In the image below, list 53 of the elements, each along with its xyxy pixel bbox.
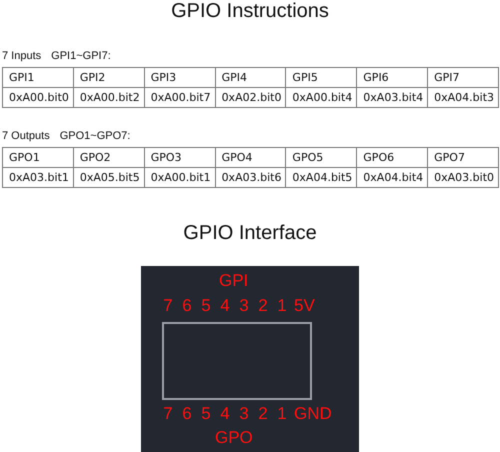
header-cell: GPO3	[144, 148, 216, 168]
pin-number: 7	[162, 296, 174, 316]
table-cell: 0xA03.bit1	[3, 168, 74, 188]
section-heading: GPIO Interface	[182, 222, 318, 245]
pin-number: 1	[276, 404, 288, 424]
header-cell: GPO6	[357, 148, 428, 168]
header-cell: GPI7	[428, 68, 499, 88]
table-cell: 0xA04.bit3	[428, 88, 499, 108]
section-range: GPO1~GPO7:	[60, 130, 130, 142]
pin-number: 2	[257, 296, 269, 316]
pin-number: 4	[219, 296, 231, 316]
header-cell: GPO4	[216, 148, 286, 168]
header-cell: GPI6	[357, 68, 428, 88]
header-cell: GPI3	[144, 68, 216, 88]
table-cell: 0xA03.bit4	[357, 88, 428, 108]
table-cell: 0xA03.bit6	[216, 168, 286, 188]
header-cell: GPO2	[74, 148, 145, 168]
table-cell: 0xA00.bit0	[3, 88, 74, 108]
port-label: GPI	[219, 271, 248, 291]
pin-number: 6	[181, 296, 193, 316]
pin-label: 5V	[294, 296, 315, 316]
header-cell: GPI5	[286, 68, 358, 88]
table-cell: 0xA00.bit4	[286, 88, 358, 108]
connector-socket	[162, 322, 312, 400]
header-cell: GPO1	[3, 148, 74, 168]
table-cell: 0xA00.bit7	[144, 88, 216, 108]
header-cell: GPO5	[286, 148, 358, 168]
table-cell: 0xA05.bit5	[74, 168, 145, 188]
table-cell: 0xA00.bit2	[74, 88, 145, 108]
pin-number: 2	[257, 404, 269, 424]
pin-number: 1	[276, 296, 288, 316]
header-cell: GPI4	[216, 68, 286, 88]
pin-number: 5	[200, 296, 212, 316]
header-cell: GPI1	[3, 68, 74, 88]
pin-number: 7	[162, 404, 174, 424]
section-label: 7 Outputs	[2, 130, 50, 142]
header-cell: GPI2	[74, 68, 145, 88]
header-cell: GPO7	[428, 148, 499, 168]
pin-number: 4	[219, 404, 231, 424]
port-label: GPO	[215, 428, 253, 448]
pin-number: 3	[238, 404, 250, 424]
section-label: 7 Inputs	[2, 50, 42, 62]
pin-number: 5	[200, 404, 212, 424]
table-cell: 0xA02.bit0	[216, 88, 286, 108]
pin-label: GND	[294, 404, 332, 424]
table-cell: 0xA03.bit0	[428, 168, 499, 188]
title: GPIO Instructions	[170, 0, 330, 23]
pin-number: 3	[238, 296, 250, 316]
table-cell: 0xA04.bit4	[357, 168, 428, 188]
table-cell: 0xA00.bit1	[144, 168, 216, 188]
table-cell: 0xA04.bit5	[286, 168, 358, 188]
section-range: GPI1~GPI7:	[51, 50, 111, 62]
pin-number: 6	[181, 404, 193, 424]
